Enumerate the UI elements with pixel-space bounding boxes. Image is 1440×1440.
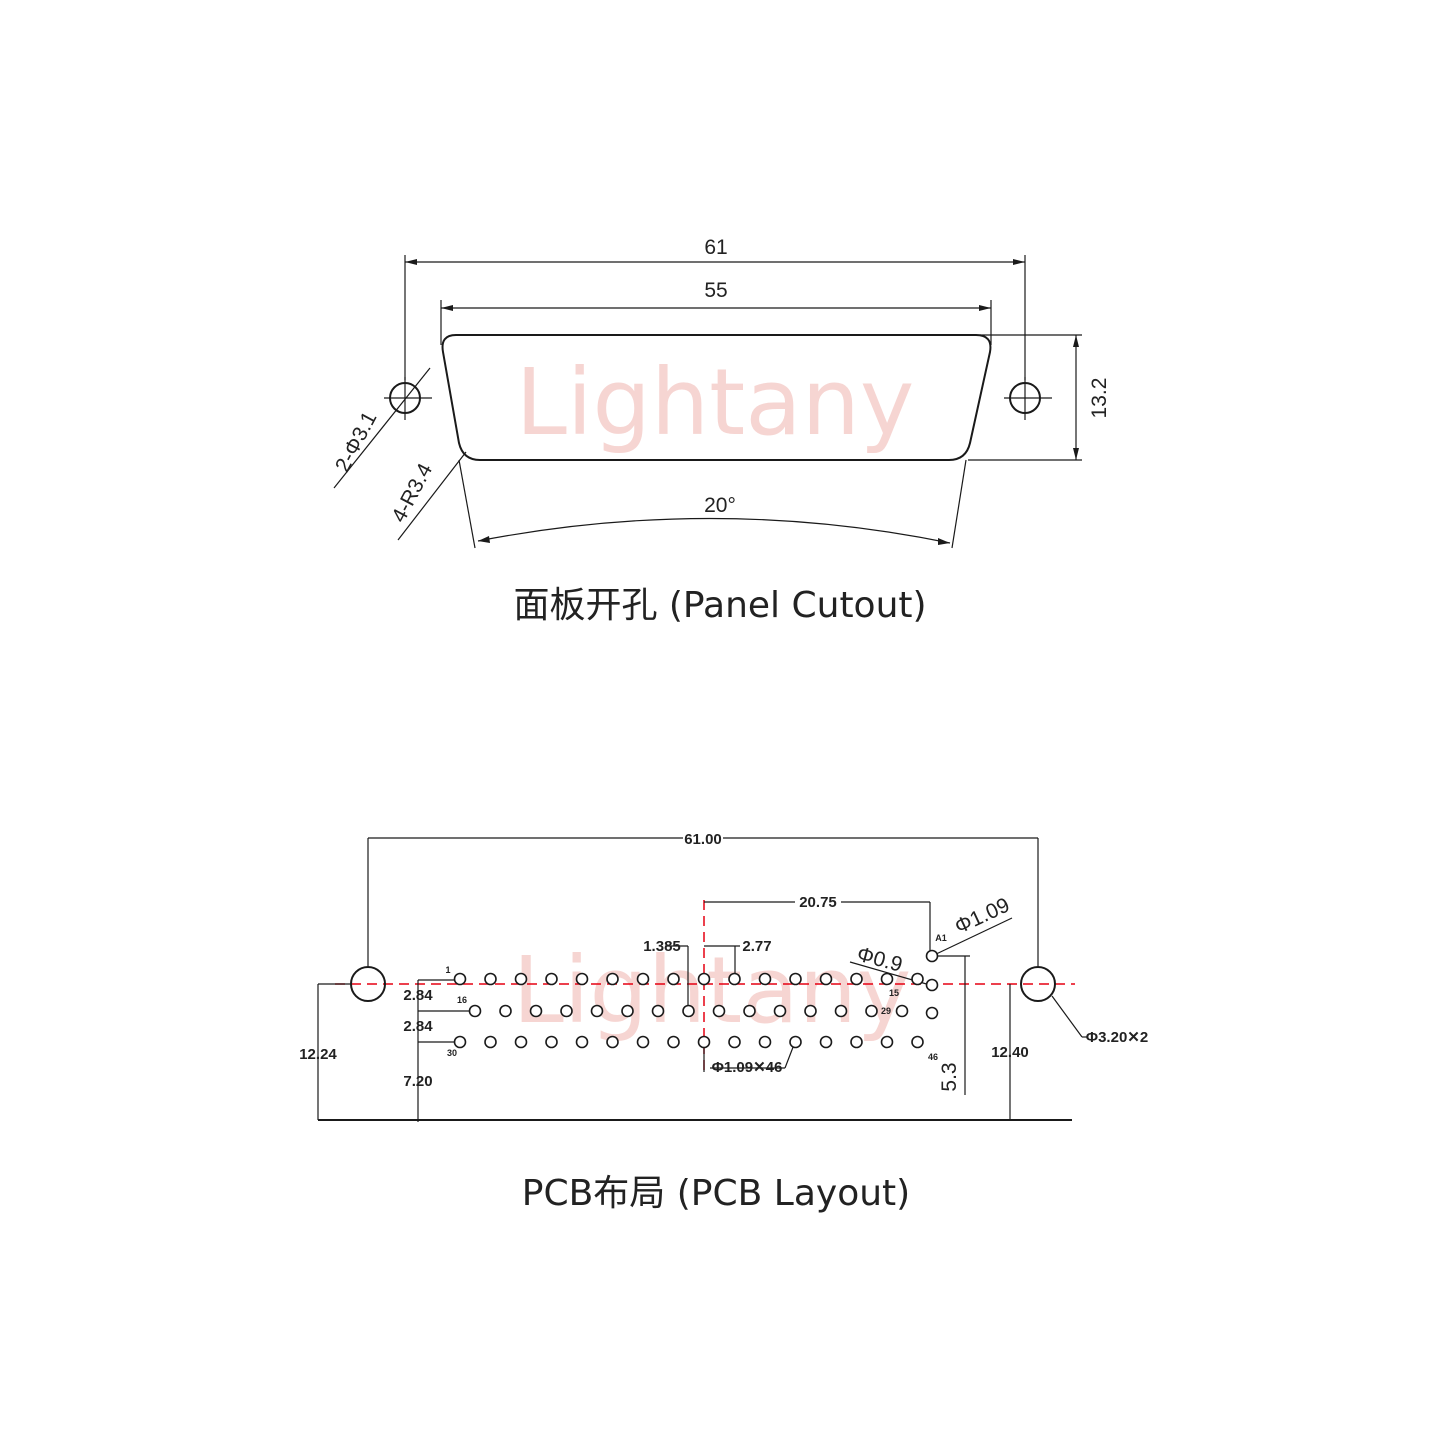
pin-hole bbox=[697, 972, 711, 986]
pcb-layout-caption: PCB布局 (PCB Layout) bbox=[522, 1173, 910, 1214]
pin-hole bbox=[545, 972, 558, 986]
panel-cutout-view: Lightany 61 55 13.2 bbox=[331, 236, 1111, 626]
pin-hole bbox=[606, 972, 619, 986]
pin-hole bbox=[560, 1004, 573, 1018]
pin-hole bbox=[880, 1035, 894, 1049]
watermark-top: Lightany bbox=[516, 349, 915, 456]
pin-label-15: 15 bbox=[889, 988, 899, 998]
dim-pcb-width: 61.00 bbox=[684, 831, 722, 848]
pin-hole bbox=[682, 1004, 695, 1018]
pin-hole-a1 bbox=[925, 1006, 939, 1020]
pin-hole bbox=[865, 1004, 878, 1018]
pin-hole bbox=[697, 1035, 711, 1049]
dim-left-edge: 7.20 bbox=[403, 1073, 432, 1090]
pin-hole-grid bbox=[453, 949, 939, 1049]
dim-hole-count: Φ1.09✕46 bbox=[712, 1059, 783, 1076]
dim-right-height: 12.40 bbox=[991, 1044, 1029, 1061]
pin-hole bbox=[651, 1004, 665, 1018]
dim-row-spacing-2: 2.84 bbox=[403, 1018, 433, 1035]
pin-hole bbox=[850, 972, 863, 986]
pin-hole bbox=[728, 1035, 741, 1049]
pin-hole bbox=[636, 972, 650, 986]
pin-hole bbox=[712, 1004, 726, 1018]
pin-hole bbox=[667, 972, 680, 986]
pin-hole bbox=[850, 1035, 863, 1049]
pin-hole bbox=[575, 972, 589, 986]
pin-hole bbox=[575, 1035, 589, 1049]
pin-hole bbox=[911, 972, 924, 986]
pin-hole bbox=[758, 972, 772, 986]
dim-panel-width: 61 bbox=[704, 236, 727, 259]
dim-pitch: 2.77 bbox=[742, 938, 771, 955]
pin-hole bbox=[529, 1004, 543, 1018]
dim-row-spacing-1: 2.84 bbox=[403, 987, 433, 1004]
pin-hole bbox=[895, 1004, 909, 1018]
pin-hole bbox=[789, 1035, 802, 1049]
dim-mount-hole: 2-Φ3.1 bbox=[331, 408, 382, 476]
pin-hole bbox=[911, 1035, 924, 1049]
pin-hole bbox=[667, 1035, 680, 1049]
pin-label-46: 46 bbox=[928, 1052, 938, 1062]
pin-hole bbox=[468, 1004, 482, 1018]
dim-mount-holes: Φ3.20✕2 bbox=[1086, 1029, 1148, 1046]
pcb-mount-hole-left bbox=[350, 966, 386, 1002]
pin-hole bbox=[514, 972, 528, 986]
pin-label-1: 1 bbox=[445, 965, 450, 975]
pin-label-16: 16 bbox=[457, 995, 467, 1005]
pin-hole bbox=[590, 1004, 604, 1018]
pin-hole bbox=[743, 1004, 756, 1018]
watermark-bottom: Lightany bbox=[513, 937, 912, 1044]
pin-hole bbox=[621, 1004, 634, 1018]
pin-hole bbox=[484, 1035, 497, 1049]
pin-hole bbox=[453, 1035, 467, 1049]
dim-shell-height: 13.2 bbox=[1088, 378, 1111, 419]
pin-hole bbox=[773, 1004, 787, 1018]
pin-label-30: 30 bbox=[447, 1048, 457, 1058]
pin-hole bbox=[545, 1035, 558, 1049]
pcb-layout-view: Lightany 61.00 20.75 1.385 2.77 Φ1.09 Φ0… bbox=[299, 830, 1148, 1214]
pin-hole bbox=[804, 1004, 817, 1018]
pin-hole bbox=[636, 1035, 650, 1049]
pin-hole bbox=[758, 1035, 772, 1049]
pin-hole bbox=[819, 1035, 833, 1049]
pin-hole bbox=[819, 972, 833, 986]
pin-hole bbox=[453, 972, 467, 986]
panel-cutout-caption: 面板开孔 (Panel Cutout) bbox=[513, 585, 926, 626]
dim-left-height: 12.24 bbox=[299, 1046, 337, 1063]
pin-label-29: 29 bbox=[881, 1006, 891, 1016]
pin-hole bbox=[606, 1035, 619, 1049]
panel-cutout-outline bbox=[441, 334, 992, 461]
pin-hole bbox=[728, 972, 741, 986]
dim-bottom-offset: 5.3 bbox=[938, 1062, 961, 1091]
pin-hole-a1 bbox=[925, 949, 939, 963]
dim-angle: 20° bbox=[704, 494, 736, 517]
dim-shell-width: 55 bbox=[704, 279, 727, 302]
pin-hole bbox=[484, 972, 497, 986]
dim-offset: 20.75 bbox=[799, 894, 837, 911]
pin-hole bbox=[514, 1035, 528, 1049]
pin-hole bbox=[880, 972, 894, 986]
pin-label-a1: A1 bbox=[935, 933, 947, 943]
pin-hole-a1 bbox=[925, 978, 939, 992]
pin-hole bbox=[789, 972, 802, 986]
pin-hole bbox=[499, 1004, 512, 1018]
dim-corner-radius: 4-R3.4 bbox=[387, 459, 437, 526]
dim-row-offset: 1.385 bbox=[643, 938, 681, 955]
pin-hole bbox=[834, 1004, 848, 1018]
pcb-mount-hole-right bbox=[1020, 966, 1056, 1002]
